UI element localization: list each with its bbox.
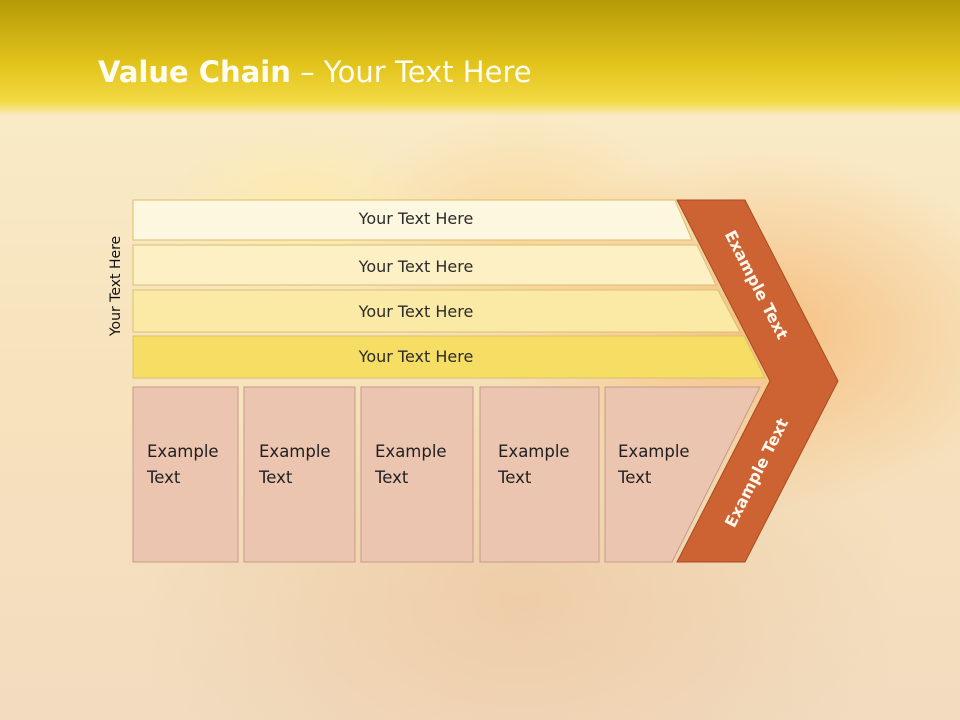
activity-text-2-line1: Example	[259, 442, 331, 461]
row-label-4: Your Text Here	[358, 347, 474, 366]
row-band-4	[132, 335, 766, 379]
title-bar	[0, 0, 960, 116]
row-band-3	[132, 289, 741, 333]
activity-text-4-line1: Example	[498, 442, 570, 461]
activity-box-5	[604, 386, 761, 563]
activity-text-4-line2: Text	[498, 468, 532, 487]
activity-text-5-line2: Text	[618, 468, 652, 487]
activity-text-2-line2: Text	[259, 468, 293, 487]
margin-chevron	[676, 199, 839, 563]
row-label-2: Your Text Here	[358, 257, 474, 276]
page-title: Value Chain – Your Text Here	[98, 55, 532, 89]
row-label-1: Your Text Here	[358, 209, 474, 228]
activity-box-1	[132, 386, 239, 563]
row-label-3: Your Text Here	[358, 302, 474, 321]
activity-box-4	[479, 386, 600, 563]
row-band-2	[132, 244, 717, 286]
page-title-bold: Value Chain	[98, 55, 291, 89]
activity-box-2	[243, 386, 356, 563]
activity-text-1-line1: Example	[147, 442, 219, 461]
row-band-1	[132, 199, 693, 241]
activity-text-5-line1: Example	[618, 442, 690, 461]
activity-box-3	[360, 386, 474, 563]
activity-text-3-line2: Text	[375, 468, 409, 487]
activity-text-1-line2: Text	[147, 468, 181, 487]
page-title-rest: – Your Text Here	[290, 55, 532, 89]
activity-text-3-line1: Example	[375, 442, 447, 461]
